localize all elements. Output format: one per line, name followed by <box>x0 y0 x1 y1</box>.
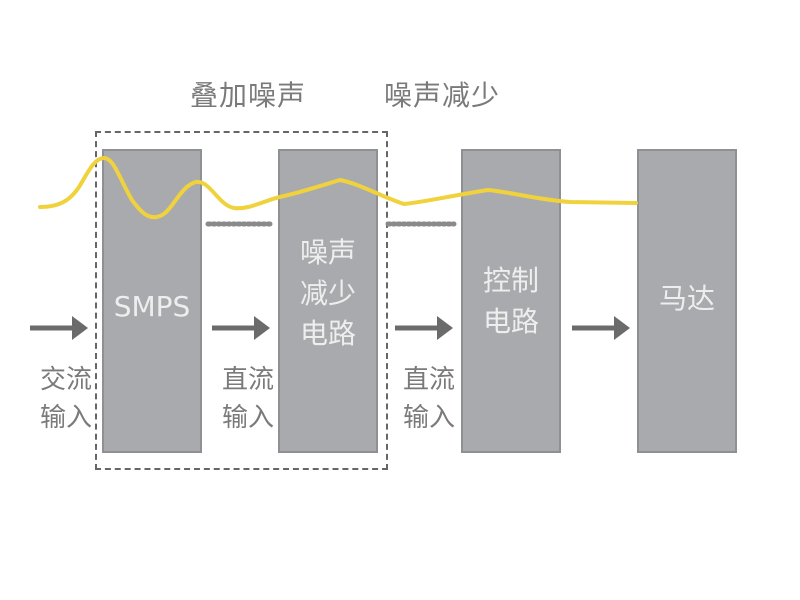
smps-block: SMPS <box>102 149 202 453</box>
right-arrow-icon <box>395 316 453 340</box>
caption-noise-reduced: 噪声减少 <box>384 79 501 112</box>
dc-input-label-1: 直流 输入 <box>222 365 275 433</box>
noise-reduction-label: 噪声 减少 电路 <box>299 236 356 351</box>
caption-noise-added: 叠加噪声 <box>190 79 307 112</box>
smps-label: SMPS <box>113 290 191 323</box>
dc-input-label-2: 直流 输入 <box>403 365 456 433</box>
motor-label: 马达 <box>658 282 715 315</box>
control-label: 控制 电路 <box>482 264 539 338</box>
right-arrow-icon <box>30 316 88 340</box>
right-arrow-icon <box>572 316 630 340</box>
ac-input-label: 交流 输入 <box>40 365 93 433</box>
right-arrow-icon <box>212 316 270 340</box>
noise-reduction-block: 噪声 减少 电路 <box>278 149 378 453</box>
noise-zone-box <box>95 131 388 470</box>
noise-waveform <box>38 156 638 220</box>
motor-block: 马达 <box>637 149 737 453</box>
